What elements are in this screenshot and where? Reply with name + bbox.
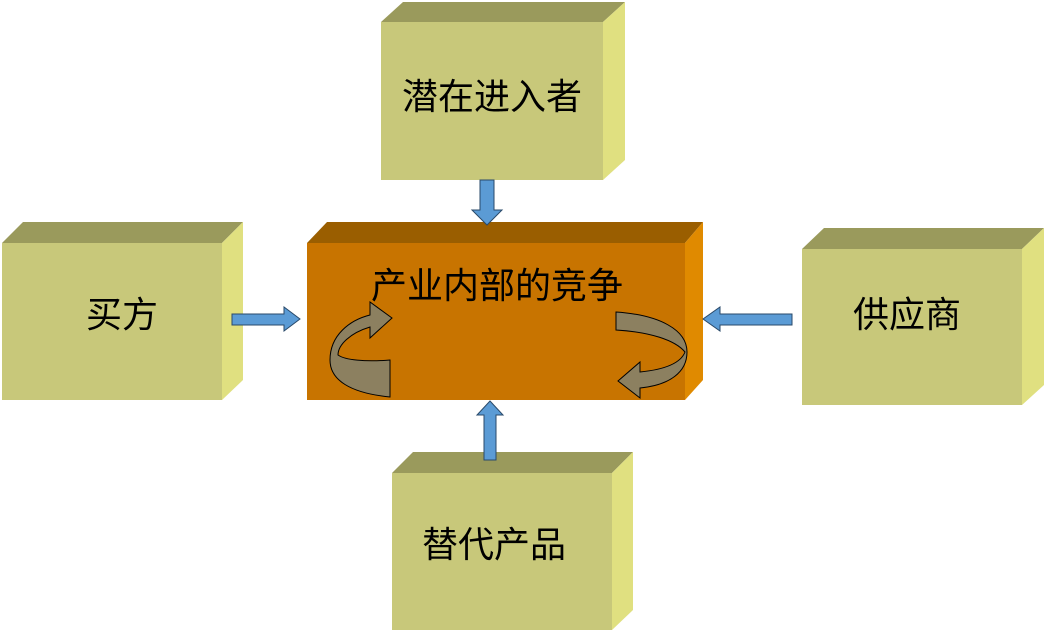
box-potential-entrants: 潜在进入者	[381, 2, 625, 180]
box-substitutes: 替代产品	[392, 452, 633, 630]
label-suppliers: 供应商	[853, 295, 961, 336]
box-buyers: 买方	[2, 222, 243, 400]
arrow-right-icon	[231, 306, 301, 332]
arrow-left-icon	[702, 306, 793, 332]
arrow-up-icon	[475, 400, 505, 461]
box-suppliers: 供应商	[802, 228, 1044, 405]
cycle-arrow-left-icon	[329, 301, 393, 398]
label-substitutes: 替代产品	[422, 525, 566, 566]
label-industry-rivalry: 产业内部的竞争	[371, 266, 623, 307]
arrow-down-icon	[470, 179, 504, 226]
cycle-arrow-right-icon	[615, 311, 688, 400]
label-buyers: 买方	[86, 295, 158, 336]
label-potential-entrants: 潜在进入者	[402, 77, 582, 118]
box-industry-rivalry: 产业内部的竞争	[307, 222, 703, 400]
